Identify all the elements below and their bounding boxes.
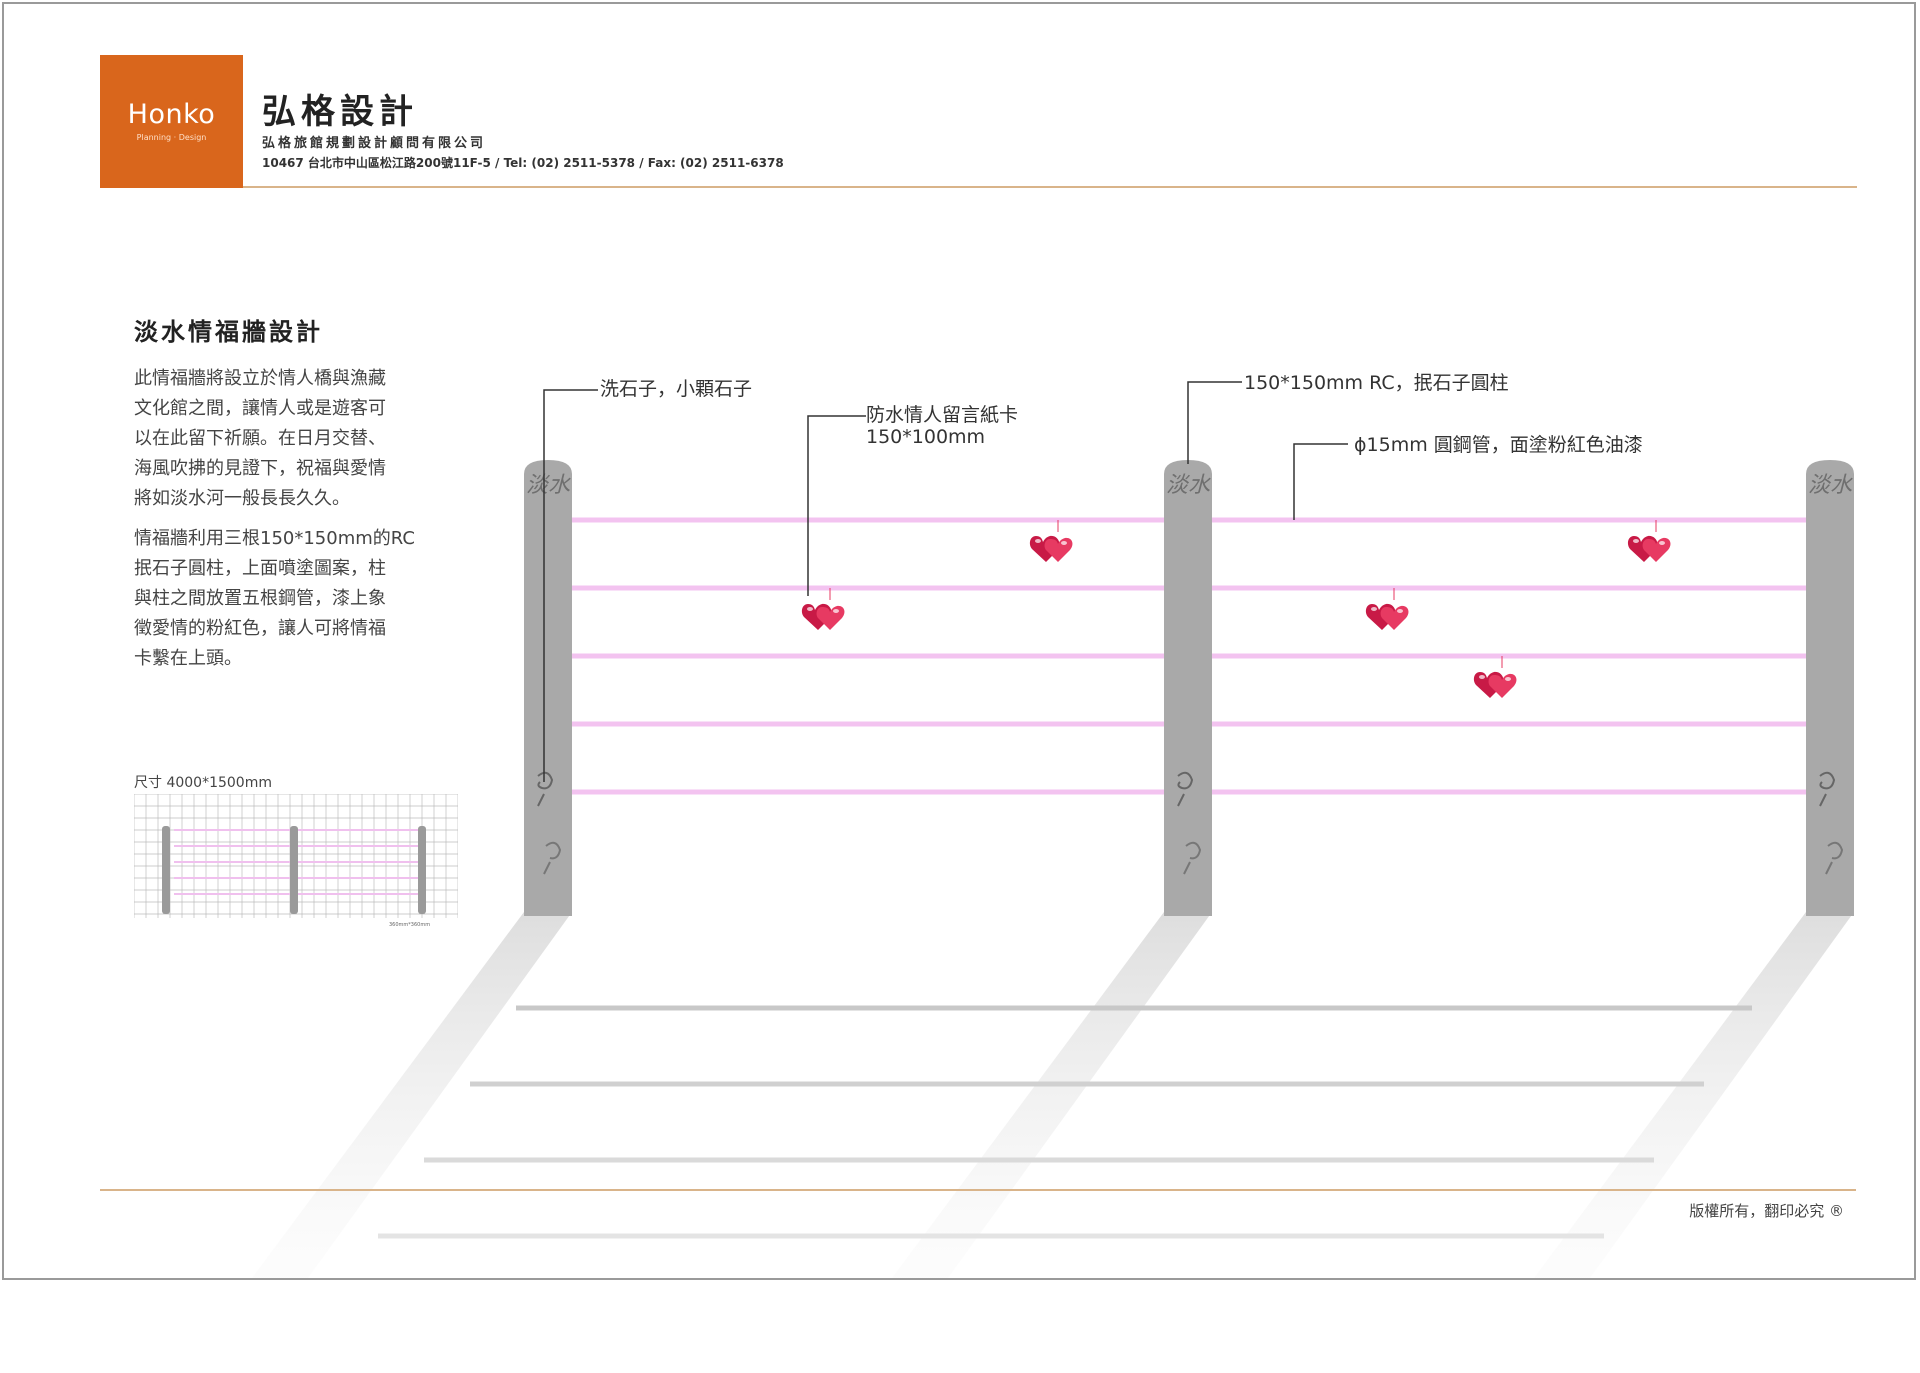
- callout-pillar: 150*150mm RC，抿石子圓柱: [1244, 372, 1509, 394]
- heart-card-icon: [1029, 535, 1073, 562]
- description-paragraph-2: 情福牆利用三根150*150mm的RC 抿石子圓柱，上面噴塗圖案，柱 與柱之間放…: [134, 524, 464, 674]
- paragraph-1-line: 文化館之間，讓情人或是遊客可: [134, 398, 386, 419]
- paragraph-1-line: 海風吹拂的見證下，祝福與愛情: [134, 458, 386, 479]
- paragraph-2-line: 抿石子圓柱，上面噴塗圖案，柱: [134, 558, 386, 579]
- size-caption: 尺寸 4000*1500mm: [134, 775, 272, 791]
- thumb-pillars: [162, 826, 426, 914]
- callout-leaders: [543, 381, 1348, 782]
- paragraph-2-line: 徵愛情的粉紅色，讓人可將情福: [134, 618, 386, 639]
- paragraph-1-line: 此情福牆將設立於情人橋與漁藏: [134, 368, 386, 389]
- callout-card-title: 防水情人留言紙卡: [866, 404, 1019, 426]
- paragraph-2-line: 與柱之間放置五根鋼管，漆上象: [134, 588, 386, 609]
- callout-stone-finish: 洗石子，小顆石子: [600, 378, 753, 400]
- heart-card-icon: [1365, 603, 1409, 630]
- paragraph-1-line: 將如淡水河一般長長久久。: [134, 488, 350, 509]
- fence-illustration: 淡水 淡水 淡水: [100, 381, 1856, 1278]
- scale-grid-thumbnail: [134, 794, 458, 918]
- page-title: 淡水情福牆設計: [134, 317, 323, 346]
- callout-card-size: 150*100mm: [866, 426, 986, 448]
- pillar-mark-left: 淡水: [526, 473, 571, 498]
- company-address: 10467 台北市中山區松江路200號11F-5 / Tel: (02) 251…: [262, 156, 784, 170]
- company-name: 弘格設計: [262, 92, 418, 132]
- thumb-caption: 360mm*360mm: [389, 922, 431, 928]
- heart-card-icon: [1473, 671, 1517, 698]
- heart-card-icon: [801, 603, 845, 630]
- pillar-mark-right: 淡水: [1808, 473, 1853, 498]
- design-sheet: Honko Planning · Design 弘格設計 弘格旅館規劃設計顧問有…: [2, 2, 1916, 1280]
- logo-tagline: Planning · Design: [136, 133, 207, 142]
- pillar-shadows: [252, 912, 1854, 1278]
- callout-pipe: ϕ15mm 圓鋼管，面塗粉紅色油漆: [1354, 434, 1643, 456]
- pillar-right: 淡水: [1806, 460, 1854, 916]
- pillar-middle: 淡水: [1164, 460, 1212, 916]
- logo-brand: Honko: [127, 99, 216, 130]
- heart-card-icon: [1627, 535, 1671, 562]
- heart-cards: [801, 520, 1671, 698]
- header-rule: [243, 186, 1857, 188]
- pillar-mark-middle: 淡水: [1166, 473, 1211, 498]
- description-paragraph-1: 此情福牆將設立於情人橋與漁藏 文化館之間，讓情人或是遊客可 以在此留下祈願。在日…: [134, 364, 464, 514]
- rc-pillars: 淡水 淡水 淡水: [524, 460, 1854, 916]
- honko-logo: Honko Planning · Design: [100, 55, 243, 188]
- paragraph-2-line: 卡繫在上頭。: [134, 648, 242, 669]
- paragraph-1-line: 以在此留下祈願。在日月交替、: [134, 428, 386, 449]
- copyright-notice: 版權所有，翻印必究 ®: [1689, 1202, 1844, 1220]
- paragraph-2-line: 情福牆利用三根150*150mm的RC: [134, 528, 415, 549]
- company-full-name: 弘格旅館規劃設計顧問有限公司: [262, 136, 487, 151]
- pillar-left: 淡水: [524, 460, 572, 916]
